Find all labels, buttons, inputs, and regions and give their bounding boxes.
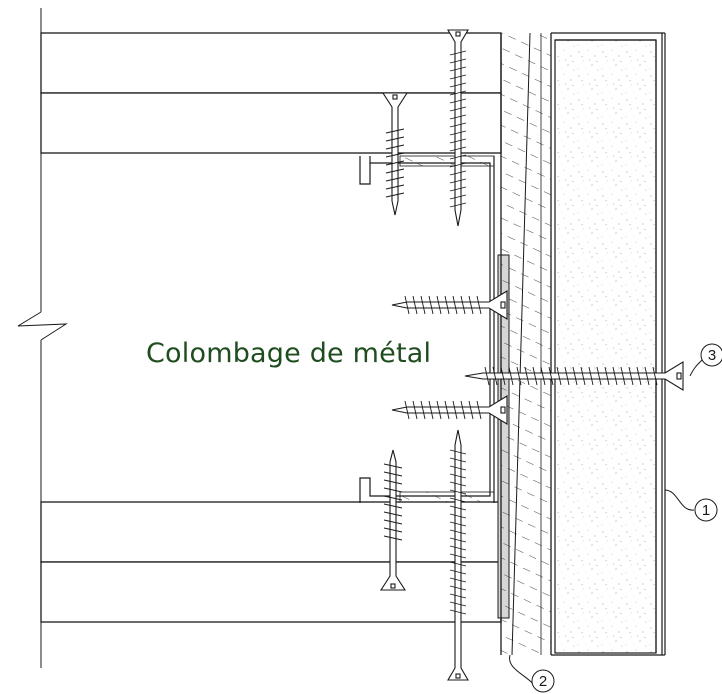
callout-3-label: 3 [708, 347, 716, 364]
lower-wood-plates [40, 501, 502, 623]
drawing-caption: Colombage de métal [146, 338, 432, 369]
callout-2-label: 2 [539, 673, 547, 690]
upper-wood-plates [40, 32, 502, 154]
stud-flange-top [399, 155, 495, 167]
insulation-panel [554, 39, 657, 654]
metal-stud-profile [359, 156, 495, 503]
callout-1: 1 [694, 498, 718, 522]
sheathing-layer [500, 32, 552, 656]
wood-screw-icon [379, 29, 684, 681]
callout-3: 3 [700, 343, 722, 367]
exterior-finish-layer [551, 32, 666, 656]
callout-1-label: 1 [702, 502, 710, 519]
stud-flange-bottom [399, 491, 495, 503]
callout-2: 2 [531, 669, 555, 693]
